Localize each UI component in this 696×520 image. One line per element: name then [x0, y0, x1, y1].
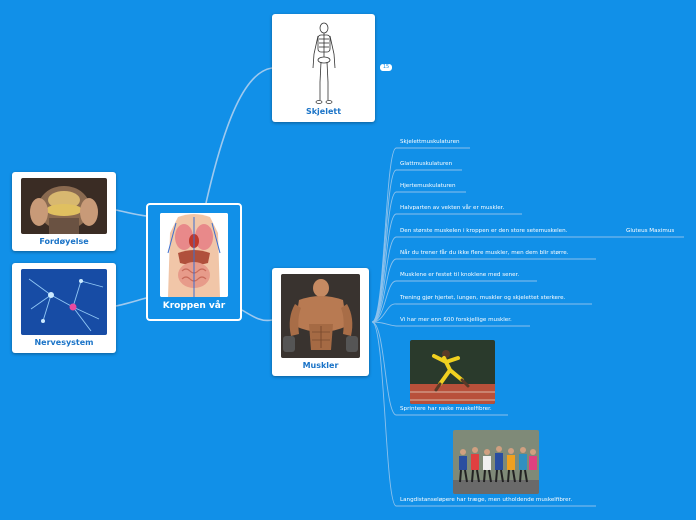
fact-halvparten[interactable]: Halvparten av vekten vår er muskler. [400, 205, 504, 212]
fact-langdistanse[interactable]: Langdistanseløpere har træge, men uthold… [400, 497, 572, 504]
fact-sprintere[interactable]: Sprintere har raske muskelfibrer. [400, 406, 492, 413]
muskler-label: Muskler [272, 361, 369, 370]
fact-sener[interactable]: Musklene er festet til knoklene med sene… [400, 272, 519, 279]
skjelett-node[interactable]: Skjelett [272, 14, 375, 122]
fordoyelse-node[interactable]: Fordøyelse [12, 172, 116, 251]
skeleton-image [310, 22, 338, 104]
fact-glattmuskulaturen[interactable]: Glattmuskulaturen [400, 161, 452, 168]
bodybuilder-image [281, 274, 360, 358]
fact-gluteus-maximus[interactable]: Gluteus Maximus [626, 228, 674, 235]
central-topic[interactable]: Kroppen vår [146, 203, 242, 321]
fact-storste-muskel[interactable]: Den største muskelen i kroppen er den st… [400, 228, 567, 235]
neuron-image [21, 269, 107, 335]
fordoyelse-label: Fordøyelse [12, 237, 116, 246]
muskler-node[interactable]: Muskler [272, 268, 369, 376]
nervesystem-label: Nervesystem [12, 338, 116, 347]
collapsed-count-badge[interactable]: 15 [380, 64, 392, 71]
marathon-image [453, 430, 539, 494]
fact-trening-storre[interactable]: Når du trener får du ikke flere muskler,… [400, 250, 569, 257]
central-title: Kroppen vår [148, 301, 240, 311]
skjelett-label: Skjelett [272, 107, 375, 116]
fact-hjertemuskulaturen[interactable]: Hjertemuskulaturen [400, 183, 456, 190]
fact-600-muskler[interactable]: Vi har mer enn 600 forskjellige muskler. [400, 317, 512, 324]
digestion-image [21, 178, 107, 234]
fact-trening-sterkere[interactable]: Trening gjør hjertet, lungen, muskler og… [400, 295, 565, 302]
anatomy-image [160, 213, 228, 297]
sprinter-image [410, 340, 495, 404]
fact-skjelettmuskulaturen[interactable]: Skjelettmuskulaturen [400, 139, 460, 146]
nervesystem-node[interactable]: Nervesystem [12, 263, 116, 353]
